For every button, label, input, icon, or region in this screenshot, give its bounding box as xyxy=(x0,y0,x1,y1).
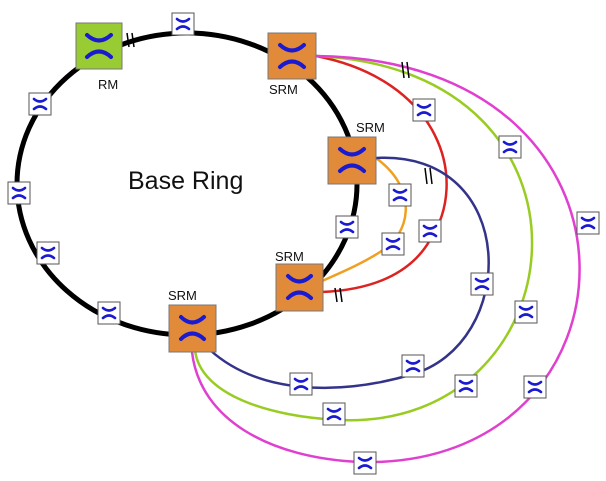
srm-bottom-label: SRM xyxy=(168,288,197,303)
magenta-subring xyxy=(190,54,581,464)
small-nodes xyxy=(7,12,600,475)
x-glyph xyxy=(357,456,373,470)
x-box-icon xyxy=(97,301,121,325)
small-node-2[interactable] xyxy=(28,92,52,116)
x-box-icon xyxy=(454,374,478,398)
rm-label: RM xyxy=(98,77,118,92)
rm-node-box xyxy=(75,22,123,70)
red-subring xyxy=(315,54,448,294)
x-glyph xyxy=(405,359,421,373)
x-box-icon xyxy=(401,354,425,378)
x-glyph xyxy=(40,246,56,260)
small-node-1[interactable] xyxy=(171,12,195,36)
x-box-icon xyxy=(36,241,60,265)
srm-low-box xyxy=(275,263,324,312)
srm-mid-node[interactable]: SRM xyxy=(327,120,385,185)
x-glyph xyxy=(502,140,518,154)
x-glyph xyxy=(580,216,596,230)
base-ring-label: Base Ring xyxy=(128,167,243,195)
small-node-19[interactable] xyxy=(322,402,346,426)
x-box-icon xyxy=(171,12,195,36)
x-glyph xyxy=(527,380,543,394)
small-node-9[interactable] xyxy=(388,183,412,207)
x-box-icon xyxy=(388,183,412,207)
small-node-20[interactable] xyxy=(353,451,377,475)
blue-subring xyxy=(209,156,490,390)
x-switch-icon xyxy=(85,33,113,59)
x-glyph xyxy=(474,277,490,291)
x-box-icon xyxy=(335,215,359,239)
x-glyph xyxy=(385,237,401,251)
srm-top-label: SRM xyxy=(269,82,298,97)
srm-bottom-box xyxy=(168,304,217,353)
x-box-icon xyxy=(412,98,436,122)
switch-nodes: RM SRM SRM SRM xyxy=(75,22,385,353)
x-glyph xyxy=(392,188,408,202)
small-node-18[interactable] xyxy=(289,372,313,396)
small-node-11[interactable] xyxy=(381,232,405,256)
rm-node[interactable]: RM xyxy=(75,22,123,92)
x-switch-icon xyxy=(278,43,306,69)
x-box-icon xyxy=(523,375,547,399)
x-box-icon xyxy=(576,211,600,235)
x-box-icon xyxy=(498,135,522,159)
small-node-16[interactable] xyxy=(454,374,478,398)
x-box-icon xyxy=(381,232,405,256)
small-node-17[interactable] xyxy=(523,375,547,399)
srm-mid-label: SRM xyxy=(356,120,385,135)
x-glyph xyxy=(32,97,48,111)
green-subring xyxy=(193,54,534,422)
small-node-5[interactable] xyxy=(97,301,121,325)
x-box-icon xyxy=(353,451,377,475)
srm-low-node[interactable]: SRM xyxy=(275,249,324,312)
small-node-13[interactable] xyxy=(470,272,494,296)
x-switch-icon xyxy=(286,274,313,300)
x-glyph xyxy=(458,379,474,393)
x-box-icon xyxy=(28,92,52,116)
small-node-3[interactable] xyxy=(7,181,31,205)
x-switch-icon xyxy=(179,315,206,341)
srm-top-node[interactable]: SRM xyxy=(267,32,317,97)
small-node-7[interactable] xyxy=(412,98,436,122)
x-glyph xyxy=(339,220,355,234)
x-box-icon xyxy=(7,181,31,205)
small-node-14[interactable] xyxy=(514,300,538,324)
x-box-icon xyxy=(418,219,442,243)
small-node-15[interactable] xyxy=(401,354,425,378)
srm-bottom-node[interactable]: SRM xyxy=(168,288,217,353)
x-glyph xyxy=(518,305,534,319)
x-switch-icon xyxy=(338,147,366,173)
small-node-4[interactable] xyxy=(36,241,60,265)
x-glyph xyxy=(11,186,27,200)
small-node-8[interactable] xyxy=(498,135,522,159)
x-glyph xyxy=(293,377,309,391)
srm-low-label: SRM xyxy=(275,249,304,264)
srm-mid-box xyxy=(327,136,377,185)
srm-top-box xyxy=(267,32,317,80)
small-node-6[interactable] xyxy=(335,215,359,239)
x-box-icon xyxy=(322,402,346,426)
x-glyph xyxy=(326,407,342,421)
x-glyph xyxy=(416,103,432,117)
x-box-icon xyxy=(514,300,538,324)
x-box-icon xyxy=(289,372,313,396)
x-glyph xyxy=(422,224,438,238)
small-node-10[interactable] xyxy=(418,219,442,243)
x-box-icon xyxy=(470,272,494,296)
tick-marks xyxy=(126,32,433,303)
x-glyph xyxy=(101,306,117,320)
small-node-12[interactable] xyxy=(576,211,600,235)
x-glyph xyxy=(175,17,191,31)
